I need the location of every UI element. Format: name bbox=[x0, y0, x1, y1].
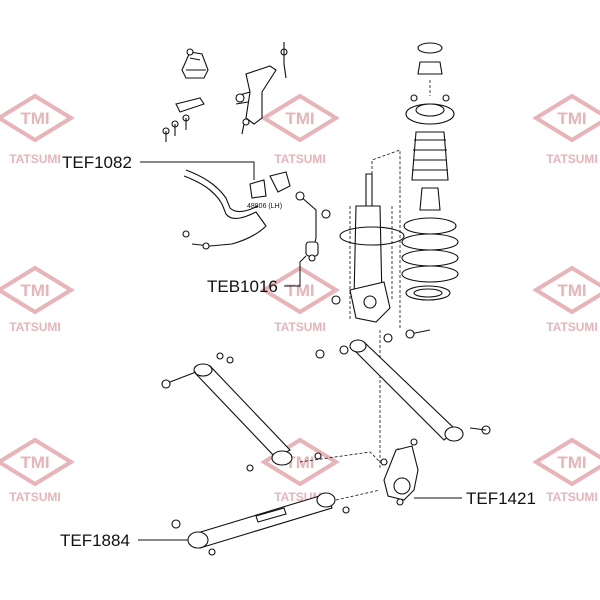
lateral-link bbox=[349, 339, 491, 442]
coil-spring bbox=[401, 217, 459, 301]
svg-text:TMI: TMI bbox=[20, 453, 49, 472]
watermark-logo: TMI bbox=[260, 93, 340, 143]
watermark-logo: TMI bbox=[0, 265, 75, 315]
stabilizer-bar: 48806 (LH) bbox=[182, 169, 291, 250]
callout-tef1884: TEF1884 bbox=[60, 531, 188, 550]
trailing-arm bbox=[161, 352, 381, 472]
watermark-logo: TMI bbox=[532, 265, 600, 315]
watermark-logo: TMI bbox=[532, 437, 600, 487]
watermark-brand: TATSUMI bbox=[9, 490, 61, 504]
assembly-guide-lines bbox=[371, 80, 431, 470]
strut-mount-stack bbox=[405, 42, 455, 211]
svg-text:TMI: TMI bbox=[557, 281, 586, 300]
watermark-brand: TATSUMI bbox=[546, 490, 598, 504]
stabilizer-bracket-right bbox=[235, 42, 288, 135]
callout-teb1016: TEB1016 bbox=[207, 255, 307, 296]
callout-tef1082: TEF1082 bbox=[62, 153, 255, 180]
svg-text:TEF1884: TEF1884 bbox=[60, 531, 130, 550]
svg-text:TEB1016: TEB1016 bbox=[207, 277, 278, 296]
watermark-brand: TATSUMI bbox=[9, 152, 61, 166]
watermark-brand: TATSUMI bbox=[546, 320, 598, 334]
watermark-brand: TATSUMI bbox=[546, 152, 598, 166]
stabilizer-bracket-left bbox=[162, 48, 209, 142]
rear-knuckle bbox=[380, 438, 419, 506]
watermark-logo: TMI bbox=[532, 93, 600, 143]
watermark-brand: TATSUMI bbox=[9, 320, 61, 334]
svg-text:TMI: TMI bbox=[557, 109, 586, 128]
svg-text:TMI: TMI bbox=[285, 109, 314, 128]
watermark-logo: TMI bbox=[0, 93, 75, 143]
watermark-layer: TMI TMI TMI TMI TMI TMI TMI TMI bbox=[0, 93, 600, 504]
watermark-brand: TATSUMI bbox=[274, 152, 326, 166]
callout-tef1421: TEF1421 bbox=[414, 489, 536, 508]
part-note-48806: 48806 (LH) bbox=[247, 203, 282, 210]
svg-text:TEF1421: TEF1421 bbox=[466, 489, 536, 508]
svg-text:TMI: TMI bbox=[20, 281, 49, 300]
shock-absorber bbox=[331, 173, 405, 323]
watermark-brand: TATSUMI bbox=[274, 320, 326, 334]
svg-text:TEF1082: TEF1082 bbox=[62, 153, 132, 172]
svg-text:TMI: TMI bbox=[20, 109, 49, 128]
lower-arm bbox=[171, 489, 381, 556]
svg-text:TMI: TMI bbox=[285, 453, 314, 472]
watermark-logo: TMI bbox=[0, 437, 75, 487]
svg-text:TMI: TMI bbox=[557, 453, 586, 472]
upper-arm-fasteners bbox=[315, 329, 431, 359]
stabilizer-link bbox=[295, 191, 331, 262]
